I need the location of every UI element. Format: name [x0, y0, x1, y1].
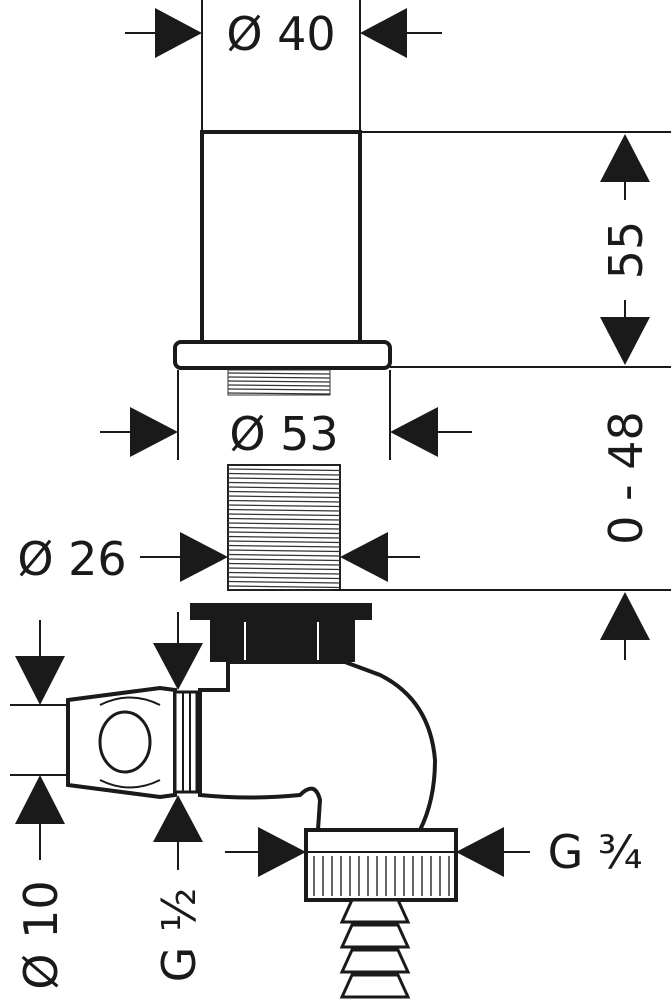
dimension-outlet-thread: G ¾ [225, 825, 642, 879]
flange [173, 340, 392, 370]
thread-line [227, 531, 341, 535]
thread-line [227, 580, 341, 584]
thread-line [227, 472, 341, 476]
thread-line [227, 468, 341, 472]
hex-nut [210, 620, 355, 662]
thread-line [227, 495, 341, 499]
threaded-shank [227, 464, 341, 591]
thread-line [227, 376, 331, 379]
thread-line [227, 558, 341, 562]
thread-line [227, 380, 331, 383]
thread-line [227, 388, 331, 391]
thread-line [227, 576, 341, 580]
label-top-diameter: Ø 40 [226, 7, 335, 61]
label-adjust-range: 0 - 48 [599, 411, 653, 545]
thread-line [227, 504, 341, 508]
thread-line [227, 499, 341, 503]
thread-line [227, 535, 341, 539]
label-flange-diameter: Ø 53 [229, 407, 338, 461]
label-inlet-thread: G ½ [152, 888, 206, 983]
thread-line [227, 372, 331, 375]
hose-barb [339, 898, 411, 999]
dimension-hose-diameter: Ø 10 [10, 620, 68, 990]
outlet-nut [304, 828, 458, 902]
barb-ring [339, 923, 411, 949]
cover-cylinder [200, 130, 362, 344]
label-shank-diameter: Ø 26 [17, 532, 126, 586]
thread-line [227, 585, 341, 589]
dimension-flange-diameter: Ø 53 [100, 370, 472, 461]
thread-line [227, 567, 341, 571]
thread-line [227, 508, 341, 512]
washer [190, 603, 372, 620]
thread-line [227, 384, 331, 387]
thread-line [227, 517, 341, 521]
thread-line [227, 513, 341, 517]
thread-line [227, 490, 341, 494]
thread-line [227, 562, 341, 566]
inlet-fitting [66, 685, 199, 800]
dimension-adjust-range: 0 - 48 [330, 411, 671, 660]
barb-ring [339, 973, 411, 999]
thread-line [227, 526, 341, 530]
valve-body [198, 660, 438, 832]
barb-ring [339, 948, 411, 974]
upper-thread [227, 369, 331, 396]
thread-line [227, 549, 341, 553]
thread-line [227, 571, 341, 575]
thread-line [227, 481, 341, 485]
thread-line [227, 392, 331, 395]
dimension-inlet-thread: G ½ [152, 612, 206, 982]
label-hose-diameter: Ø 10 [14, 880, 68, 989]
thread-line [227, 522, 341, 526]
thread-line [227, 544, 341, 548]
dimension-height: 55 [360, 131, 671, 368]
thread-line [227, 553, 341, 557]
barb-ring [339, 898, 411, 924]
dimension-top-diameter: Ø 40 [125, 0, 442, 132]
thread-line [227, 540, 341, 544]
thread-line [227, 477, 341, 481]
dimension-shank-diameter: Ø 26 [17, 532, 420, 586]
label-height: 55 [599, 221, 653, 280]
label-outlet-thread: G ¾ [548, 825, 643, 879]
thread-line [227, 486, 341, 490]
